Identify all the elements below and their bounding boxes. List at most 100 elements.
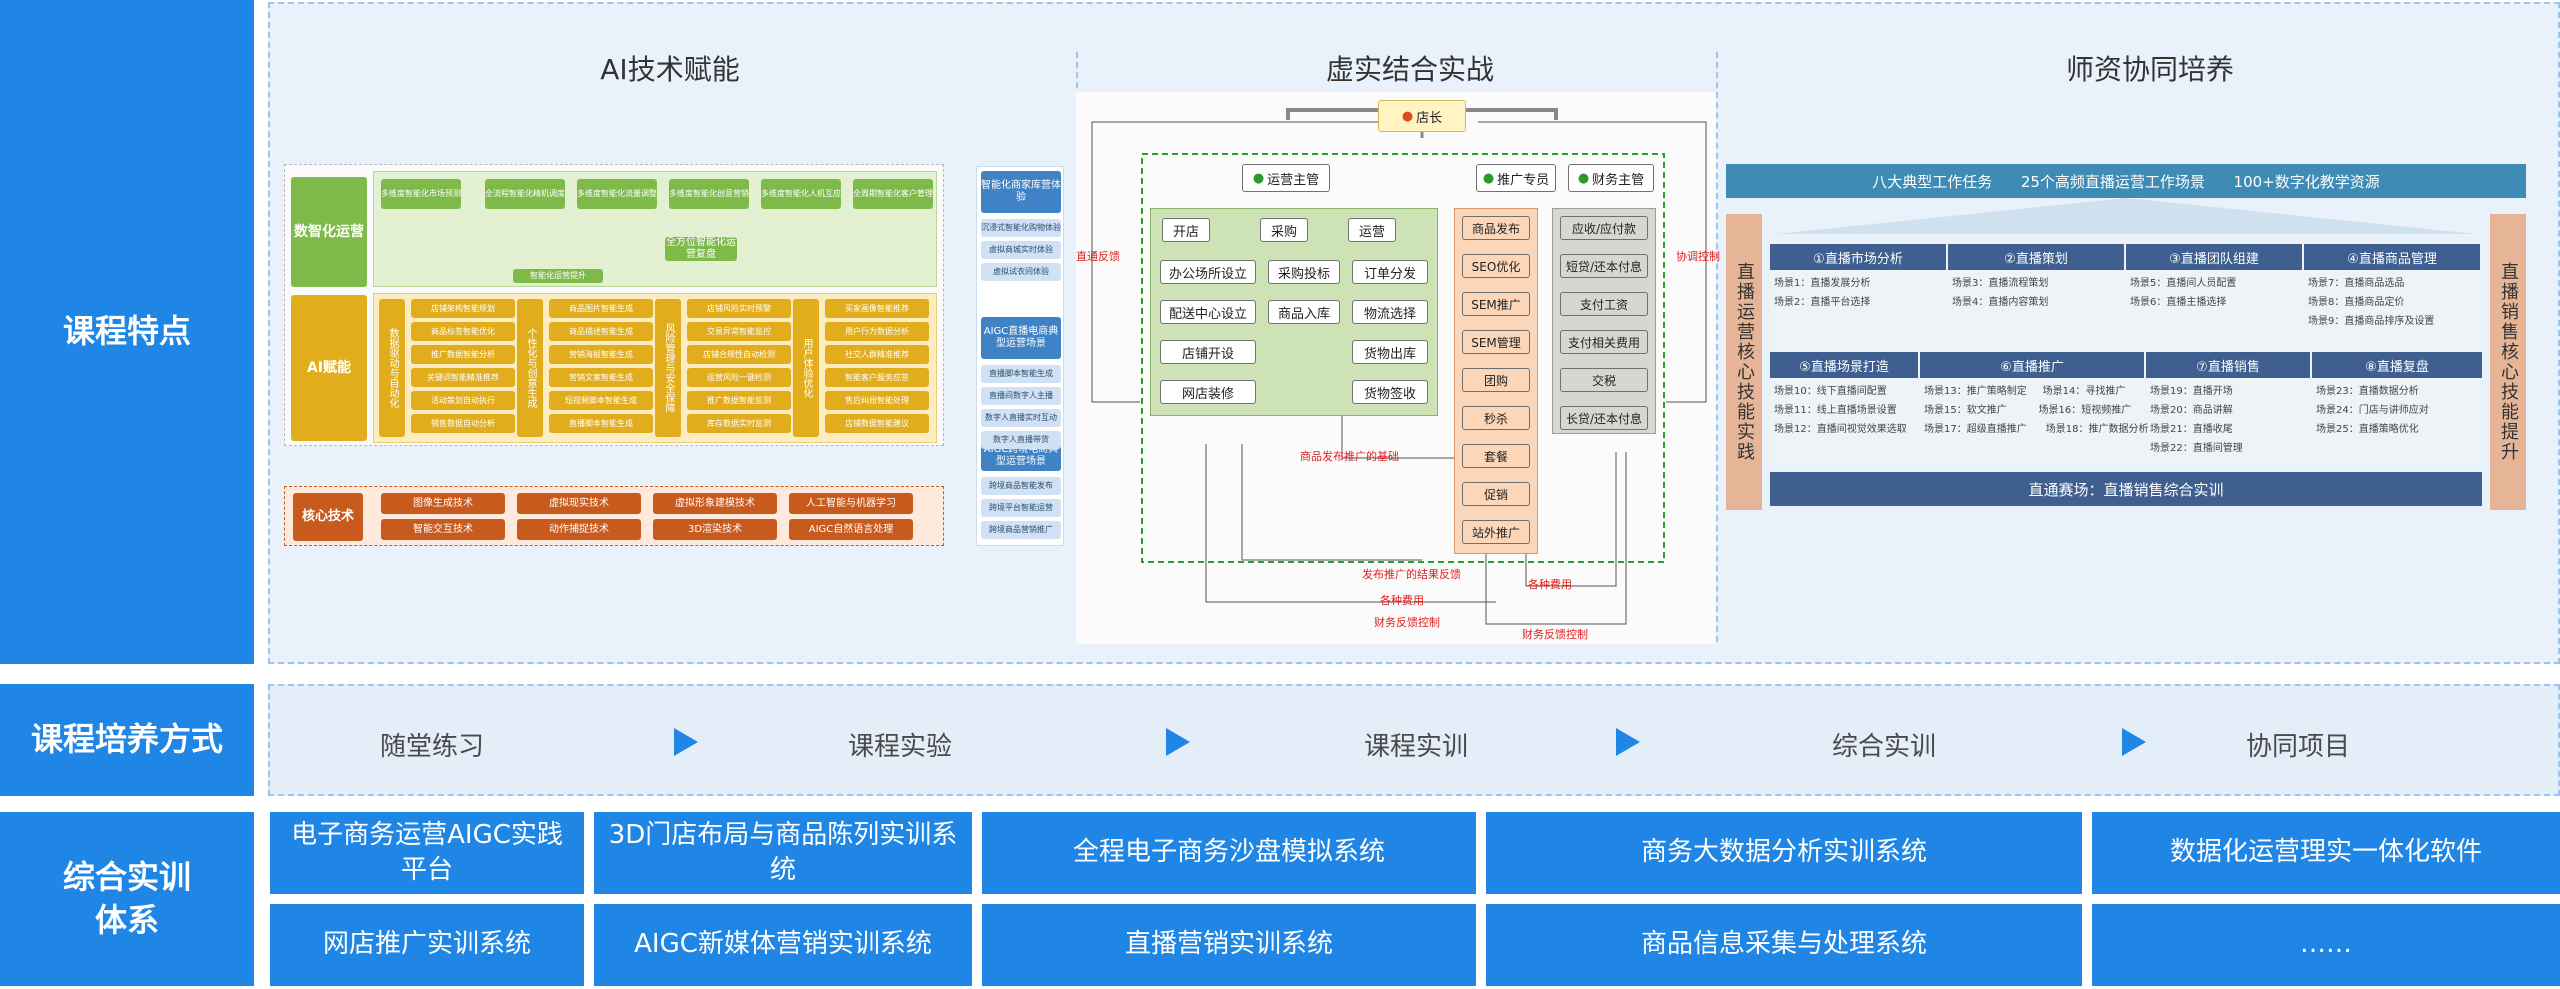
task-head: ④直播商品管理 [2304, 244, 2480, 270]
right-vertical-text: 直播销售核心技能提升 [2498, 262, 2519, 462]
task-body: 场景23：直播数据分析 场景24：门店与讲师应对 场景25：直播策略优化 [2316, 386, 2429, 435]
method-step: 随堂练习 [380, 732, 485, 762]
core-tech-box: 图像生成技术 [381, 493, 505, 514]
task-head: ⑦直播销售 [2146, 352, 2310, 378]
person-icon: ● [1577, 170, 1590, 186]
vr-note: 财务反馈控制 [1522, 628, 1588, 641]
ai-col-item: 营销文案智能生成 [549, 368, 653, 387]
teacher-banner: 八大典型工作任务 25个高频直播运营工作场景 100+数字化教学资源 [1726, 164, 2526, 198]
row-label-training-text: 综合实训体系 [62, 857, 191, 939]
training-cell: …… [2092, 904, 2560, 986]
finance-node: 交税 [1560, 368, 1648, 392]
ai-col-item: 库存数据实时监测 [687, 414, 791, 433]
ai-col-item: 店铺架构智能规划 [411, 299, 515, 318]
row-label-methods: 课程培养方式 [0, 684, 254, 796]
core-label: 核心技术 [293, 493, 363, 541]
ai-col-item: 社交人群精准推荐 [825, 345, 929, 364]
node-store-manager-label: 店长 [1416, 110, 1443, 126]
side-item: 数字人直播带货 [981, 431, 1061, 449]
training-cell: 3D门店布局与商品陈列实训系统 [594, 812, 972, 894]
side-head-2: AIGC直播电商典型运营场景 [981, 317, 1061, 359]
ai-col-title: 风险管理与安全保障 [655, 299, 681, 437]
promo-node: 套餐 [1462, 444, 1530, 468]
ops-node: 订单分发 [1352, 260, 1428, 284]
finance-node: 支付相关费用 [1560, 330, 1648, 354]
task-body: 场景19：直播开场 场景20：商品讲解 场景21：直播收尾 场景22：直播间管理 [2150, 386, 2243, 454]
vr-note: 协调控制 [1676, 250, 1720, 263]
row-label-training: 综合实训体系 [0, 812, 254, 986]
promo-node: 秒杀 [1462, 406, 1530, 430]
side-item: 虚拟试衣间体验 [981, 263, 1061, 281]
task-head: ⑤直播场景打造 [1770, 352, 1918, 378]
method-step: 课程实训 [1364, 732, 1469, 762]
vr-head-label: 运营主管 [1267, 172, 1320, 188]
teacher-footer: 直通赛场：直播销售综合实训 [1770, 472, 2482, 506]
core-tech-box: 虚拟形象建模技术 [653, 493, 777, 514]
arrow-right-icon [674, 728, 698, 756]
digital-sub2: 智能化运营提升 [513, 269, 603, 283]
digital-box: 全周期智能化客户管理 [853, 179, 933, 209]
method-step: 协同项目 [2246, 732, 2351, 762]
ops-top-node: 运营 [1348, 218, 1396, 242]
ai-col-item: 推广数据智能分析 [411, 345, 515, 364]
section-title-ai: AI技术赋能 [600, 53, 740, 86]
finance-area [1552, 208, 1656, 434]
side-head-1: 智能化商家库营体验 [981, 171, 1061, 213]
ops-top-node: 开店 [1162, 218, 1210, 242]
task-head: ⑧直播复盘 [2312, 352, 2482, 378]
ops-node: 货物签收 [1352, 380, 1428, 404]
training-cell: 网店推广实训系统 [270, 904, 584, 986]
side-item: 沉浸式智能化购物体验 [981, 219, 1061, 237]
vr-head-label: 推广专员 [1497, 172, 1550, 188]
digital-box: 多维度智能化创意营销 [669, 179, 749, 209]
task-head: ③直播团队组建 [2126, 244, 2302, 270]
side-item: 直播间数字人主播 [981, 387, 1061, 405]
side-item: 跨境平台智能运营 [981, 499, 1061, 517]
ai-col-item: 商品描述智能生成 [549, 322, 653, 341]
task-head: ②直播策划 [1948, 244, 2124, 270]
finance-node: 应收/应付款 [1560, 216, 1648, 240]
ai-col-item: 直播脚本智能生成 [549, 414, 653, 433]
section-title-teacher: 师资协同培养 [2065, 53, 2234, 86]
ai-col-item: 店铺风险实时预警 [687, 299, 791, 318]
ai-col-item: 商品标签智能优化 [411, 322, 515, 341]
ai-col-item: 短视频脚本智能生成 [549, 391, 653, 410]
side-item: 跨境商品智能发布 [981, 477, 1061, 495]
methods-strip: 随堂练习 课程实验 课程实训 综合实训 协同项目 [268, 684, 2560, 796]
task-body: 场景1：直播发展分析 场景2：直播平台选择 [1774, 278, 1871, 308]
left-vertical-text: 直播运营核心技能实践 [1734, 262, 1755, 462]
promo-node: 团购 [1462, 368, 1530, 392]
training-cell: 电子商务运营AIGC实践平台 [270, 812, 584, 894]
ai-col-item: 交易异常智能监控 [687, 322, 791, 341]
person-icon: ● [1482, 170, 1495, 186]
digital-box: 多维度智能化人机互应 [761, 179, 841, 209]
teacher-fan [1776, 198, 2476, 234]
finance-node: 短贷/还本付息 [1560, 254, 1648, 278]
vr-note: 直通反馈 [1076, 250, 1120, 263]
ai-col-item: 店铺数据智能建议 [825, 414, 929, 433]
core-tech-box: 智能交互技术 [381, 519, 505, 540]
vr-head-node: ●推广专员 [1476, 164, 1556, 192]
ai-col-item: 活动策划自动执行 [411, 391, 515, 410]
ops-node: 商品入库 [1268, 300, 1340, 324]
node-store-manager: ● 店长 [1378, 100, 1466, 132]
left-vertical-bar: 直播运营核心技能实践 [1726, 214, 1762, 510]
ops-node: 采购投标 [1268, 260, 1340, 284]
ai-col-item: 买家画像智能推荐 [825, 299, 929, 318]
ai-label: AI赋能 [291, 295, 367, 441]
vr-note: 发布推广的结果反馈 [1362, 568, 1461, 581]
ai-col-title: 数据驱动与自动化 [379, 299, 405, 437]
training-cell: AIGC新媒体营销实训系统 [594, 904, 972, 986]
person-icon: ● [1401, 108, 1414, 124]
ai-side-column: 智能化商家库营体验 AIGC直播电商典型运营场景 AIGC跨境电商典型运营场景 … [976, 166, 1064, 546]
vr-note: 各种费用 [1380, 594, 1424, 607]
ai-col-item: 智能客户服务应答 [825, 368, 929, 387]
ai-col-item: 店铺合规性自动检测 [687, 345, 791, 364]
vr-head-node: ●运营主管 [1242, 164, 1330, 192]
core-tech-box: 人工智能与机器学习 [789, 493, 913, 514]
vr-note: 财务反馈控制 [1374, 616, 1440, 629]
vr-diagram: ● 店长 ●运营主管●推广专员●财务主管开店采购运营办公场所设立配送中心设立店铺… [1076, 92, 1720, 644]
ops-node: 网店装修 [1160, 380, 1256, 404]
training-cell: 全程电子商务沙盘模拟系统 [982, 812, 1476, 894]
ai-col-title: 个性化与创意生成 [517, 299, 543, 437]
